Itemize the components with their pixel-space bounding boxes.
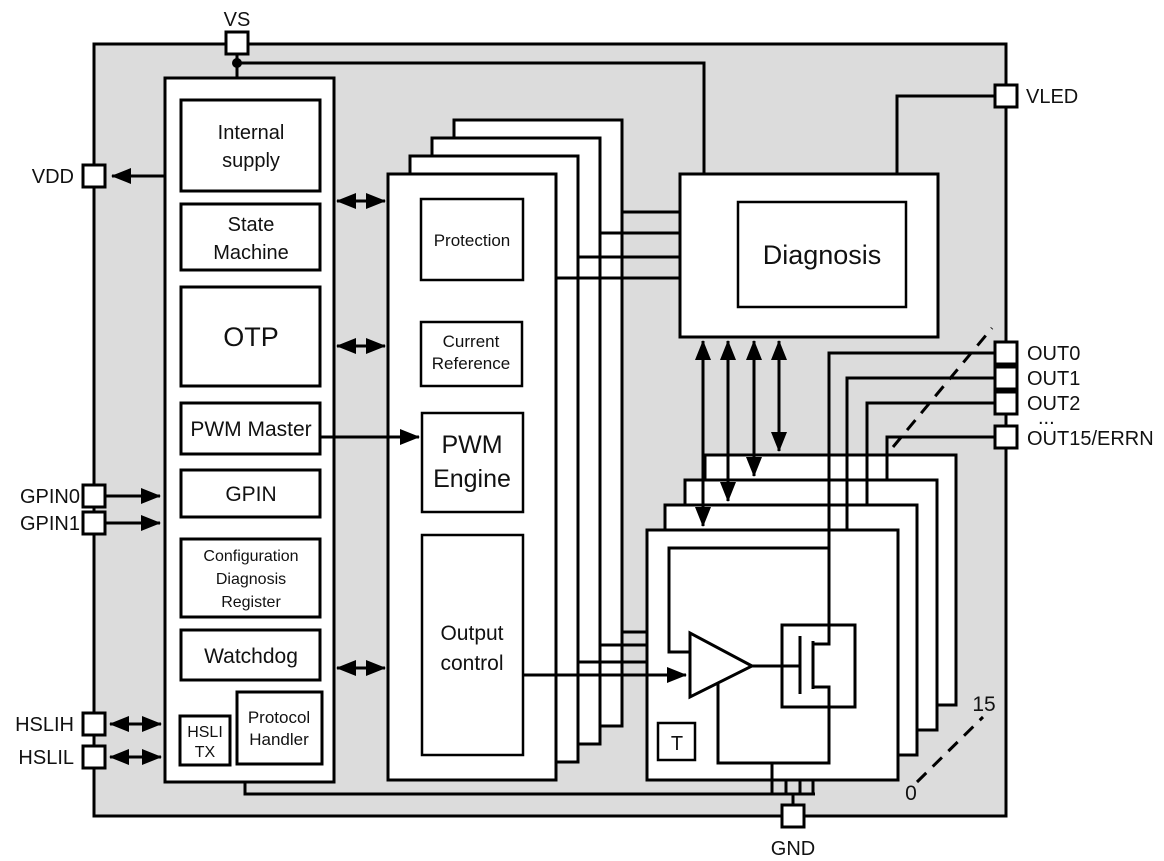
pwm-engine-box	[420, 411, 525, 514]
pin-out0	[993, 340, 1019, 366]
pin-vs	[224, 30, 250, 56]
pin-vled	[993, 83, 1019, 109]
pin-out1	[993, 365, 1019, 391]
config-register-label-line1: Configuration	[203, 548, 298, 565]
pin-gpin1-label: GPIN1	[20, 513, 80, 535]
otp-label: OTP	[223, 322, 279, 352]
internal-supply-box	[179, 98, 322, 193]
config-register-box	[179, 537, 322, 619]
bus-slash-stack-index	[915, 715, 985, 784]
pin-gnd-label: GND	[771, 838, 815, 860]
pin-vs-label: VS	[224, 9, 251, 31]
gpin-label: GPIN	[225, 483, 276, 506]
wire-cell-feedback-loop	[667, 546, 829, 654]
pin-out2-label: OUT2	[1027, 393, 1080, 415]
protocol-handler-label-line2: Handler	[249, 730, 309, 749]
stack-index-bottom-label: 0	[905, 782, 917, 805]
pin-hslil	[81, 744, 107, 770]
wire-vs-to-diagnosis	[237, 61, 706, 176]
pin-out15-label: OUT15/ERRN	[1027, 428, 1154, 450]
output-control-label-line1: Output	[440, 622, 503, 645]
output-control-box	[420, 533, 525, 757]
watchdog-label: Watchdog	[204, 645, 298, 668]
hsli-tx-label-line2: TX	[195, 744, 216, 761]
pin-vled-label: VLED	[1026, 86, 1078, 108]
pin-out1-label: OUT1	[1027, 368, 1080, 390]
protocol-handler-box	[235, 690, 324, 766]
pwm-master-box	[179, 401, 322, 456]
current-reference-box	[419, 320, 524, 388]
junction-dot-vs	[232, 58, 242, 68]
temperature-sensor-box	[656, 721, 697, 762]
pin-hslih-label: HSLIH	[15, 714, 74, 736]
state-machine-label-line2: Machine	[213, 242, 289, 264]
pwm-master-label: PWM Master	[190, 418, 311, 441]
gate-driver-amplifier	[688, 630, 756, 700]
pin-out0-label: OUT0	[1027, 343, 1080, 365]
internal-supply-label-line2: supply	[222, 150, 280, 172]
diagnosis-label: Diagnosis	[763, 240, 882, 270]
pin-out-ellipsis-label: ...	[1038, 407, 1055, 429]
temperature-sensor-label: T	[671, 733, 683, 755]
pin-gpin1	[81, 510, 107, 536]
config-register-label-line2: Diagnosis	[216, 571, 286, 588]
protocol-handler-label-line1: Protocol	[248, 708, 310, 727]
wire-vled-to-diagnosis	[895, 94, 996, 176]
state-machine-label-line1: State	[228, 214, 275, 236]
pin-hslil-label: HSLIL	[18, 747, 74, 769]
current-reference-label-line1: Current	[443, 332, 500, 351]
protection-label: Protection	[434, 231, 511, 250]
config-register-label-line3: Register	[221, 594, 281, 611]
wire-out15-net	[885, 435, 996, 480]
pwm-engine-label-line1: PWM	[441, 431, 502, 459]
otp-box	[179, 285, 322, 388]
pin-vdd	[81, 163, 107, 189]
pin-gpin0	[81, 483, 107, 509]
stack-index-top-label: 15	[972, 693, 995, 716]
wire-source-return	[716, 684, 831, 765]
protection-box	[419, 197, 525, 282]
current-reference-label-line2: Reference	[432, 354, 510, 373]
wire-out2-net	[865, 401, 996, 505]
output-control-label-line2: control	[440, 652, 503, 675]
state-machine-box	[179, 202, 322, 272]
pin-out15	[993, 424, 1019, 450]
watchdog-box	[179, 628, 322, 682]
hsli-tx-box	[178, 714, 232, 767]
gpin-box	[179, 468, 322, 519]
bus-slash-out-pins	[891, 327, 994, 448]
pin-gpin0-label: GPIN0	[20, 486, 80, 508]
pwm-engine-label-line2: Engine	[433, 465, 511, 493]
pin-vdd-label: VDD	[32, 166, 74, 188]
wire-out1-net	[845, 376, 996, 530]
wire-out0-net	[813, 351, 996, 646]
pin-out2	[993, 390, 1019, 416]
wire-ground-rail	[243, 783, 815, 796]
hsli-tx-label-line1: HSLI	[187, 724, 223, 741]
internal-supply-label-line1: Internal	[218, 122, 285, 144]
diagnosis-inner-box	[736, 200, 908, 309]
pin-hslih	[81, 711, 107, 737]
pin-gnd	[780, 803, 806, 829]
